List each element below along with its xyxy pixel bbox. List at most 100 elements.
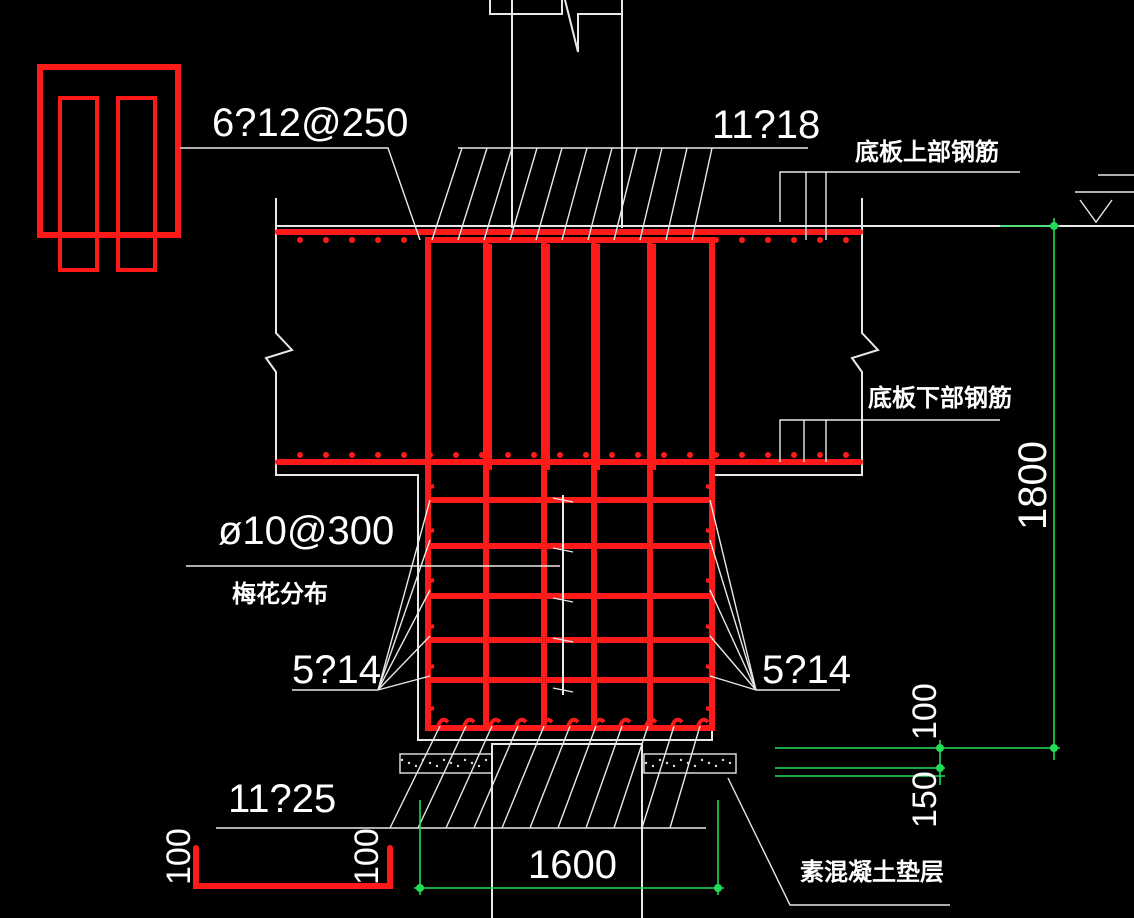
slab-bottom-bar-section: [505, 452, 511, 458]
slab-bottom-bar-section: [323, 452, 329, 458]
slab-top-bar-section: [739, 237, 745, 243]
slab-top-bar-section: [765, 237, 771, 243]
cushion-stipple: [477, 764, 481, 768]
column-above: [489, 0, 623, 228]
slab-bottom-bar-section: [661, 452, 667, 458]
cushion-stipple: [442, 758, 446, 762]
leader-fan-line: [709, 539, 757, 691]
leader-fan-line: [473, 725, 519, 829]
slab-top-bar-section: [297, 237, 303, 243]
slab-top-bar-section: [401, 237, 407, 243]
cushion-stipple: [679, 758, 683, 762]
leader-fan-line: [377, 589, 431, 691]
cushion-stipple: [428, 761, 432, 765]
tie-bar: [552, 495, 574, 695]
side-hook: [705, 664, 715, 678]
cushion-stipple: [658, 758, 662, 762]
leader-fan-line: [445, 725, 493, 829]
label-side-bars-right: 5?14: [762, 648, 851, 692]
slab-top-bar-section: [349, 237, 355, 243]
bottom-bar-hook: [514, 717, 528, 727]
bottom-hook-bar: [193, 845, 393, 889]
leader-fan-line: [613, 725, 649, 829]
cushion-stipple: [470, 761, 474, 765]
cushion-stipple: [672, 764, 676, 768]
cushion-stipple: [644, 761, 648, 765]
slab-bottom-bar-section: [297, 452, 303, 458]
lean-concrete-cushion: [399, 743, 737, 918]
beam-rebar-cage: [425, 237, 715, 731]
stirrup-detail: [37, 64, 181, 272]
label-tie-bars: ø10@300: [218, 509, 394, 553]
side-hook: [425, 528, 435, 542]
slab-bottom-bar-section: [791, 452, 797, 458]
slab-top-bar-section: [843, 237, 849, 243]
cushion-stipple: [728, 761, 732, 765]
leader-fan-line: [377, 635, 431, 691]
bottom-bar-hook: [462, 717, 476, 727]
leader-fan-line: [709, 589, 757, 691]
label-slab-bottom-rebar: 底板下部钢筋: [868, 384, 1012, 412]
cushion-stipple: [435, 764, 439, 768]
leader-fan-line: [669, 725, 701, 829]
slab-top-bar-section: [323, 237, 329, 243]
leader-fan-line: [641, 725, 675, 829]
slab-bottom-bar-section: [453, 452, 459, 458]
slab-bottom-bar-section: [531, 452, 537, 458]
cushion-stipple: [651, 764, 655, 768]
slab-bottom-bar-section: [349, 452, 355, 458]
label-side-bars-left: 5?14: [292, 648, 381, 692]
leader-fan-line: [691, 147, 713, 241]
leader-fan-line: [431, 147, 463, 241]
slab-bottom-bar-section: [583, 452, 589, 458]
side-hook: [705, 706, 715, 720]
side-hook: [705, 624, 715, 638]
side-hook: [705, 578, 715, 592]
bottom-bar-hook: [566, 717, 580, 727]
bottom-bar-hook: [592, 717, 606, 727]
leader-fan-line: [709, 675, 757, 691]
slab-bottom-bar-section: [687, 452, 693, 458]
leader-fan-line: [561, 147, 588, 241]
bottom-bar-hook: [696, 717, 710, 727]
leader-fan-line: [585, 725, 623, 829]
leader-fan-line: [417, 725, 467, 829]
cushion-stipple: [463, 758, 467, 762]
slab-outline: [264, 198, 1134, 741]
cushion-stipple: [714, 764, 718, 768]
cushion-stipple: [484, 758, 488, 762]
cushion-stipple: [665, 761, 669, 765]
leader-fan-line: [709, 635, 757, 691]
leader-fan-line: [377, 539, 431, 691]
leader-fan-line: [709, 499, 757, 691]
cushion-stipple: [449, 761, 453, 765]
slab-top-bar-section: [791, 237, 797, 243]
slab-bottom-bar-section: [635, 452, 641, 458]
side-hook: [705, 484, 715, 498]
cushion-stipple: [414, 764, 418, 768]
leader-fan-line: [665, 147, 688, 241]
slab-bottom-bar-section: [817, 452, 823, 458]
side-hook: [425, 484, 435, 498]
label-lean-concrete: 素混凝土垫层: [800, 859, 944, 886]
leader-fan-line: [557, 725, 597, 829]
side-hook: [425, 624, 435, 638]
label-tie-layout: 梅花分布: [232, 580, 328, 608]
bottom-bar-hook: [618, 717, 632, 727]
slab-top-bar-section: [375, 237, 381, 243]
leader-fan-line: [613, 147, 638, 241]
cushion-stipple: [693, 764, 697, 768]
label-slab-top-rebar: 底板上部钢筋: [855, 138, 999, 166]
cushion-stipple: [456, 764, 460, 768]
dimension-lines: [414, 218, 1060, 895]
leader-fan-line: [377, 499, 431, 691]
cushion-stipple: [721, 758, 725, 762]
leader-fan-line: [389, 725, 441, 829]
bottom-bar-hook: [644, 717, 658, 727]
slab-bottom-bar-section: [843, 452, 849, 458]
slab-bottom-bar-section: [557, 452, 563, 458]
leader-lines: [180, 147, 1020, 906]
side-hook: [425, 664, 435, 678]
cushion-stipple: [700, 758, 704, 762]
slab-bottom-bar-section: [609, 452, 615, 458]
